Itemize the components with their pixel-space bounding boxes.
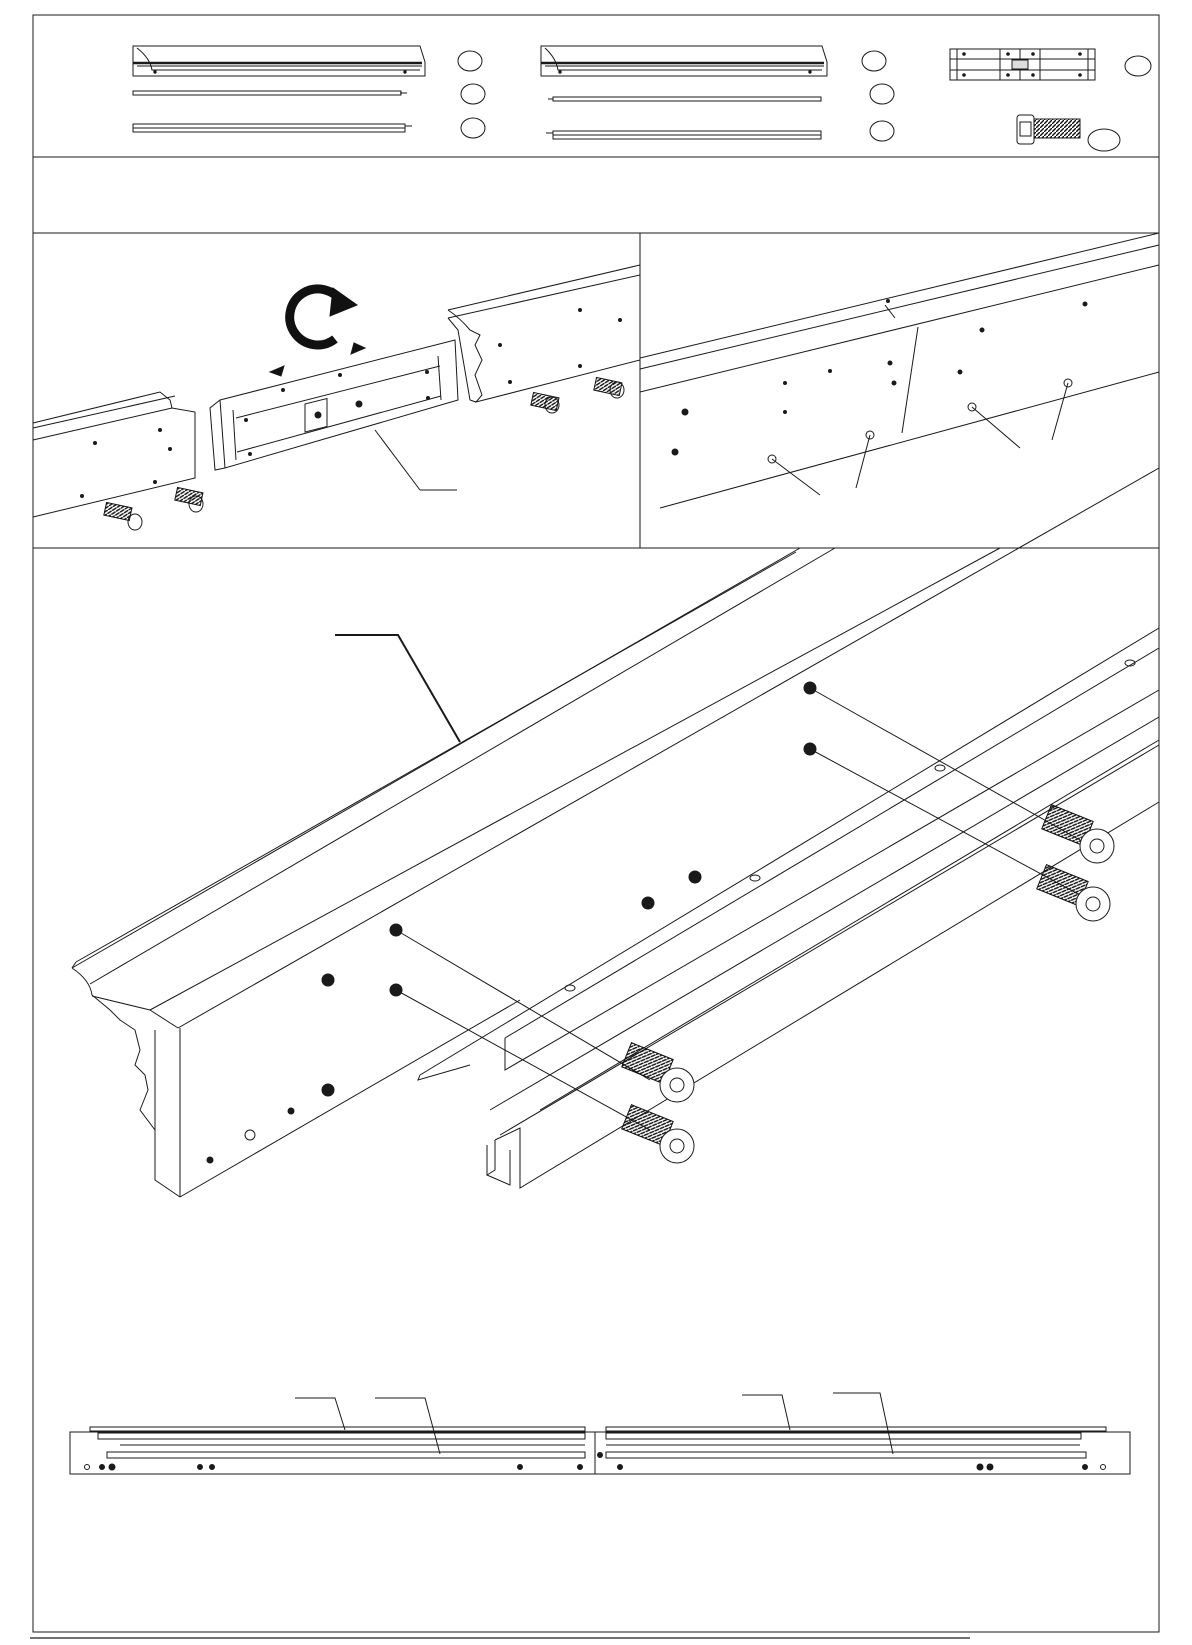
hex-bolt — [531, 392, 559, 413]
cornice-moulding-perspective — [72, 468, 1159, 1197]
callout-oval — [461, 84, 485, 104]
part-hex-socket-bolt — [1017, 115, 1080, 144]
leader-line — [972, 407, 1020, 448]
step-1-join-plate-panel — [33, 265, 640, 530]
callout-oval — [870, 84, 894, 104]
joint-line — [902, 327, 918, 433]
leader-line — [856, 435, 870, 488]
step-1-bolts — [104, 377, 624, 530]
step-2-joined-detail-panel — [640, 233, 1159, 508]
part-joining-plate — [950, 49, 1095, 80]
step-4-plan-view-panel — [70, 1393, 1130, 1474]
hex-bolt — [1037, 865, 1110, 921]
callout-oval — [870, 121, 894, 141]
callout-oval — [862, 51, 886, 71]
leader-line — [1052, 383, 1068, 440]
hex-bolt — [1042, 805, 1114, 863]
parts-list — [133, 46, 1151, 151]
leader-line — [375, 430, 420, 490]
part-narrow-rail-left — [133, 91, 407, 95]
hex-bolt — [104, 502, 142, 530]
hex-bolt — [622, 1105, 694, 1163]
callout-oval — [1088, 129, 1120, 151]
hex-bolt — [175, 487, 203, 512]
callout-oval — [1125, 56, 1151, 76]
fixing-leaders — [396, 688, 1080, 1130]
moulding-end-left — [33, 392, 195, 517]
bolt-heads — [768, 379, 1072, 463]
rail-assembly — [418, 628, 1159, 1188]
step-3-rail-fixing-panel — [72, 468, 1159, 1197]
joining-plate-perspective — [210, 340, 458, 470]
part-slotted-rail-right — [546, 131, 821, 139]
hex-bolt — [594, 377, 624, 398]
moulding-holes — [207, 682, 816, 1163]
rotate-arrow-icon — [290, 288, 357, 345]
hex-bolt — [622, 1043, 694, 1102]
part-slotted-rail-left — [133, 124, 412, 132]
callout-oval — [458, 51, 482, 71]
step-3-bolts — [622, 805, 1114, 1163]
part-cornice-moulding-left — [133, 46, 425, 76]
callout-oval — [461, 118, 485, 138]
leader-line — [335, 635, 460, 742]
leader-line — [772, 459, 820, 495]
sheet-border — [33, 15, 1159, 1632]
part-narrow-rail-right — [548, 97, 821, 101]
part-cornice-moulding-right — [541, 46, 827, 76]
